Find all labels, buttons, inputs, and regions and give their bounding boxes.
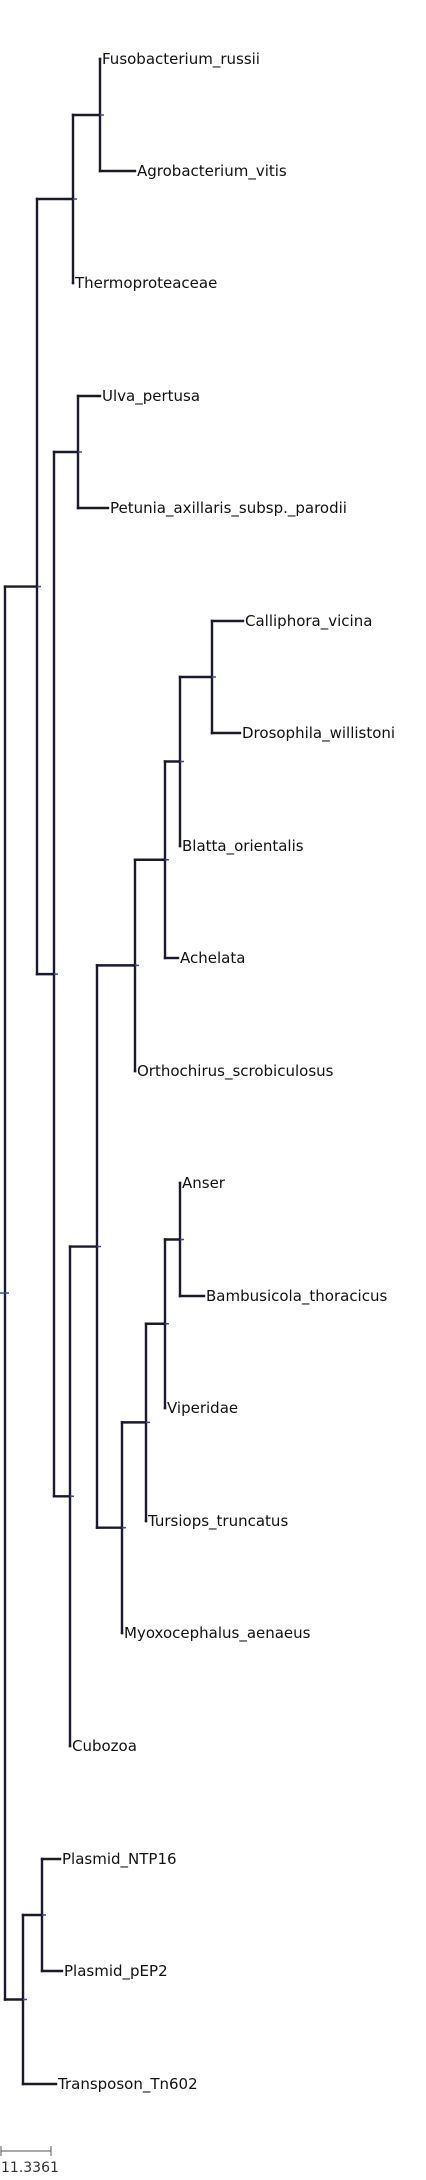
leaf-label-myoxocephalus-aenaeus: Myoxocephalus_aenaeus (124, 1624, 311, 1643)
scale-bar: 11.3361 (0, 2146, 59, 2176)
leaf-label-petunia-axillaris: Petunia_axillaris_subsp._parodii (110, 499, 347, 518)
tree-nodes (5, 114, 216, 2001)
leaf-label-cubozoa: Cubozoa (72, 1737, 137, 1755)
tree-leaf-labels: Fusobacterium_russii Agrobacterium_vitis… (57, 50, 395, 2094)
leaf-label-ulva-pertusa: Ulva_pertusa (102, 387, 200, 406)
leaf-label-fusobacterium-russii: Fusobacterium_russii (102, 50, 260, 69)
leaf-label-bambusicola-thoracicus: Bambusicola_thoracicus (206, 1287, 387, 1306)
scale-bar-label: 11.3361 (1, 2160, 59, 2176)
leaf-label-anser: Anser (182, 1174, 226, 1192)
leaf-label-plasmid-ntp16: Plasmid_NTP16 (62, 1850, 177, 1869)
leaf-label-plasmid-pep2: Plasmid_pEP2 (64, 1962, 168, 1981)
leaf-label-achelata: Achelata (180, 949, 245, 967)
leaf-label-tursiops-truncatus: Tursiops_truncatus (147, 1512, 288, 1531)
leaf-label-drosophila-willistoni: Drosophila_willistoni (242, 724, 395, 743)
leaf-label-viperidae: Viperidae (167, 1399, 238, 1417)
leaf-label-thermoproteaceae: Thermoproteaceae (74, 274, 217, 292)
leaf-label-agrobacterium-vitis: Agrobacterium_vitis (137, 162, 287, 181)
leaf-label-calliphora-vicina: Calliphora_vicina (245, 612, 372, 631)
leaf-label-blatta-orientalis: Blatta_orientalis (182, 837, 304, 856)
leaf-label-orthochirus-scrobiculosus: Orthochirus_scrobiculosus (137, 1062, 334, 1081)
leaf-label-transposon-tn602: Transposon_Tn602 (57, 2075, 198, 2094)
